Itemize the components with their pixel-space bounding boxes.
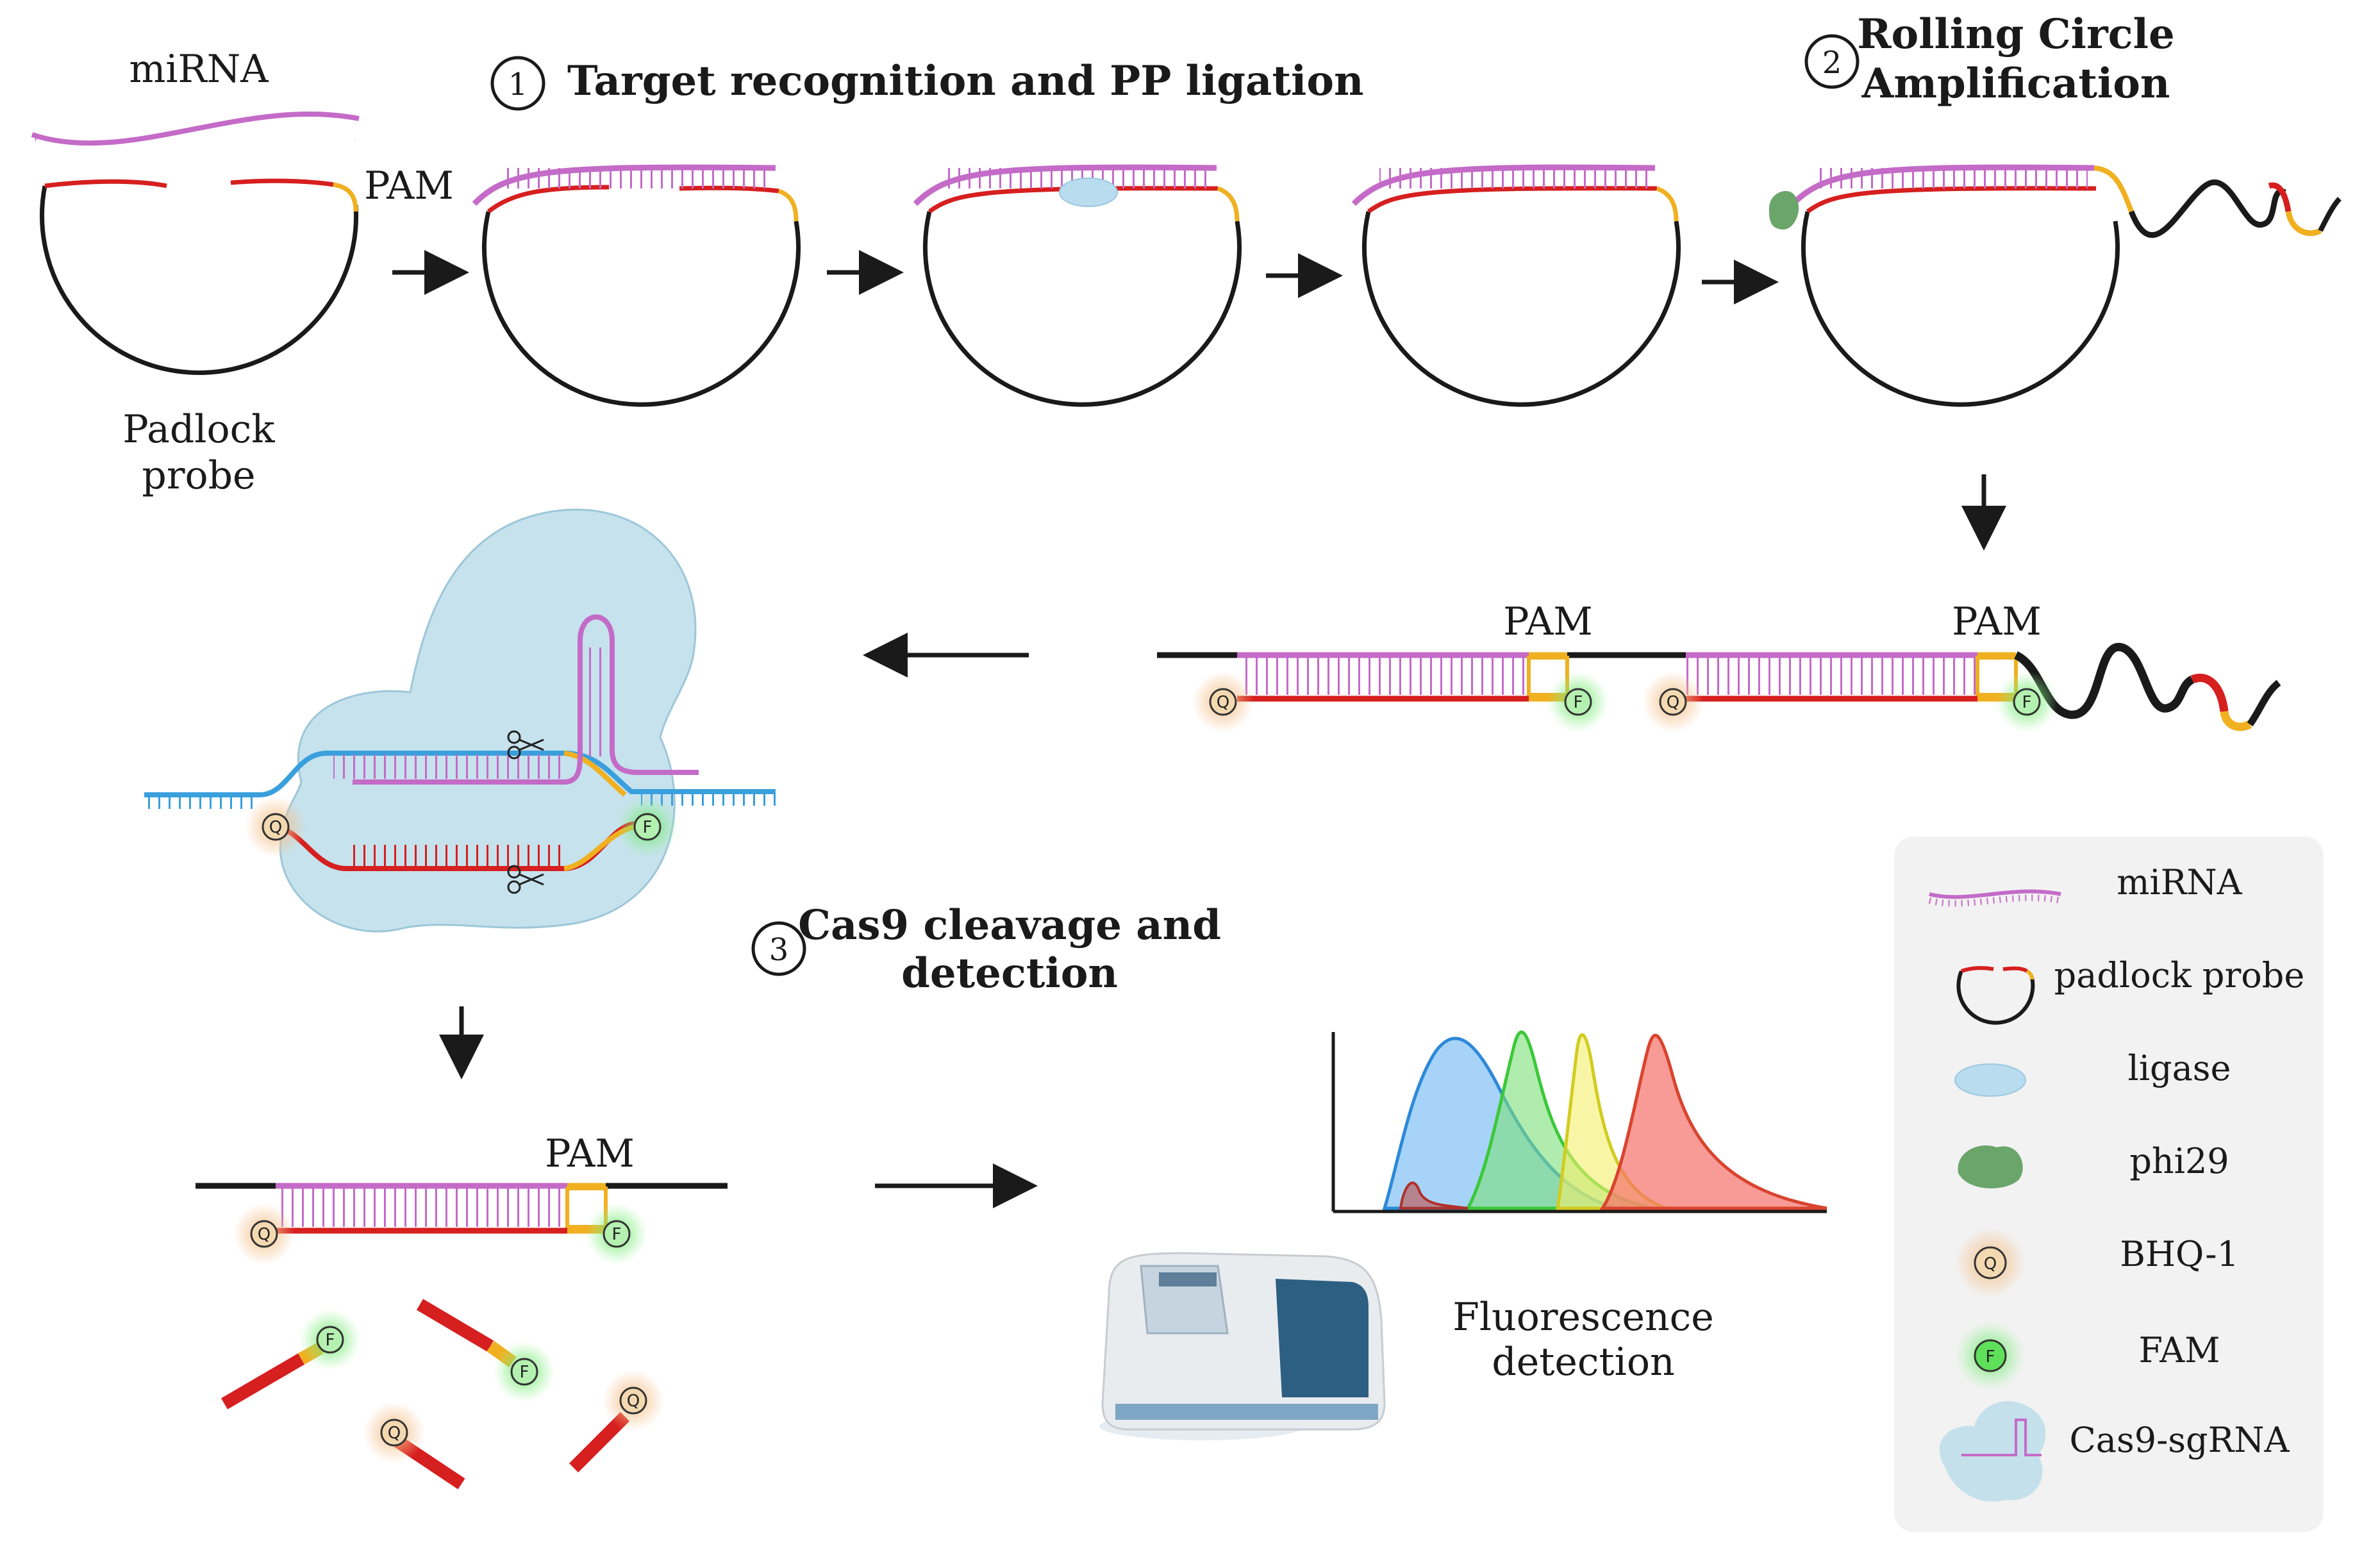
rca-product <box>1157 643 2281 731</box>
step2-circle <box>1804 34 1860 89</box>
legend: miRNA padlock probe ligase phi29 Q BHQ-1… <box>1894 836 2324 1532</box>
padlock-label-line2: probe <box>142 453 255 498</box>
svg-text:F: F <box>2022 693 2032 712</box>
svg-text:F: F <box>1574 693 1583 712</box>
fluorescence-label-line2: detection <box>1492 1340 1674 1385</box>
step2-number: 2 <box>1822 45 1842 81</box>
step3-title-line2: detection <box>901 949 1118 997</box>
fragment-fam-2: F <box>416 1299 555 1402</box>
padlock-probe-1 <box>40 178 359 375</box>
pam-label-1: PAM <box>364 163 454 208</box>
spectrophotometer-icon <box>1099 1252 1386 1440</box>
fluorescence-label-line1: Fluorescence <box>1452 1295 1713 1340</box>
fam-marker-cas9: F <box>617 796 678 858</box>
spectra-plot <box>1331 1030 1827 1213</box>
fam-marker-3: F <box>586 1203 647 1265</box>
step3-number: 3 <box>769 932 789 968</box>
legend-label-fam: FAM <box>2138 1330 2220 1370</box>
svg-text:Q: Q <box>258 1225 270 1244</box>
legend-label-phi29: phi29 <box>2129 1141 2229 1181</box>
rca-circle <box>1769 164 2342 407</box>
fragment-fam-1: F <box>221 1309 361 1410</box>
cas9-sgrna-icon <box>1939 1401 2046 1502</box>
fam-marker-1: F <box>1547 671 1609 733</box>
legend-label-cas9: Cas9-sgRNA <box>2069 1420 2290 1460</box>
svg-text:F: F <box>520 1363 529 1382</box>
bhq-marker-2: Q <box>1642 671 1704 733</box>
padlock-probe-icon <box>1956 966 2035 1025</box>
fragment-bhq-1: Q <box>363 1402 465 1490</box>
free-mirna <box>28 112 362 167</box>
cleaved-duplex <box>196 1183 728 1234</box>
svg-text:Q: Q <box>1667 693 1679 712</box>
bhq1-icon: Q <box>1955 1228 2026 1298</box>
bhq-marker-1: Q <box>1192 671 1254 733</box>
pam-label-4: PAM <box>545 1131 635 1176</box>
svg-text:F: F <box>1986 1347 1995 1367</box>
hybrid-circle-ligase <box>913 164 1242 407</box>
fragment-bhq-2: Q <box>569 1370 664 1473</box>
step1-number: 1 <box>508 67 528 103</box>
step2-title-line2: Amplification <box>1861 60 2170 108</box>
svg-text:Q: Q <box>269 818 282 837</box>
fam-icon: F <box>1955 1320 2026 1391</box>
legend-label-bhq1: BHQ-1 <box>2120 1234 2239 1274</box>
svg-text:F: F <box>326 1331 335 1350</box>
svg-text:Q: Q <box>1984 1254 1997 1274</box>
step3-circle <box>751 921 806 976</box>
svg-text:F: F <box>643 818 653 837</box>
legend-label-mirna: miRNA <box>2117 862 2242 903</box>
scissors-icon-bottom <box>507 865 544 894</box>
svg-text:Q: Q <box>1217 693 1229 712</box>
ligated-circle <box>1351 164 1681 407</box>
svg-text:F: F <box>612 1225 622 1244</box>
phi29-blob <box>1769 190 1799 230</box>
step3-title-line1: Cas9 cleavage and <box>798 901 1221 949</box>
mirna-label: miRNA <box>129 47 269 92</box>
bhq-marker-cas9: Q <box>245 796 306 858</box>
bhq-marker-3: Q <box>233 1203 295 1265</box>
step1-circle <box>490 56 545 111</box>
svg-text:Q: Q <box>627 1392 640 1411</box>
pam-label-3: PAM <box>1952 599 2042 644</box>
legend-label-padlock: padlock probe <box>2054 955 2305 995</box>
step1-title: Target recognition and PP ligation <box>567 57 1364 105</box>
hybrid-circle-1 <box>472 164 801 407</box>
mirna-icon <box>1928 889 2061 907</box>
padlock-label-line1: Padlock <box>122 407 275 452</box>
ligase-icon <box>1954 1063 2026 1097</box>
pam-label-2: PAM <box>1503 599 1593 644</box>
cas9-complex <box>144 508 776 933</box>
legend-label-ligase: ligase <box>2128 1048 2231 1088</box>
fam-marker-2: F <box>1996 671 2058 733</box>
scissors-icon-top <box>507 730 544 760</box>
ligase-blob <box>1059 178 1118 207</box>
step2-title-line1: Rolling Circle <box>1857 10 2174 58</box>
svg-text:Q: Q <box>388 1424 401 1443</box>
phi29-icon <box>1958 1145 2023 1188</box>
